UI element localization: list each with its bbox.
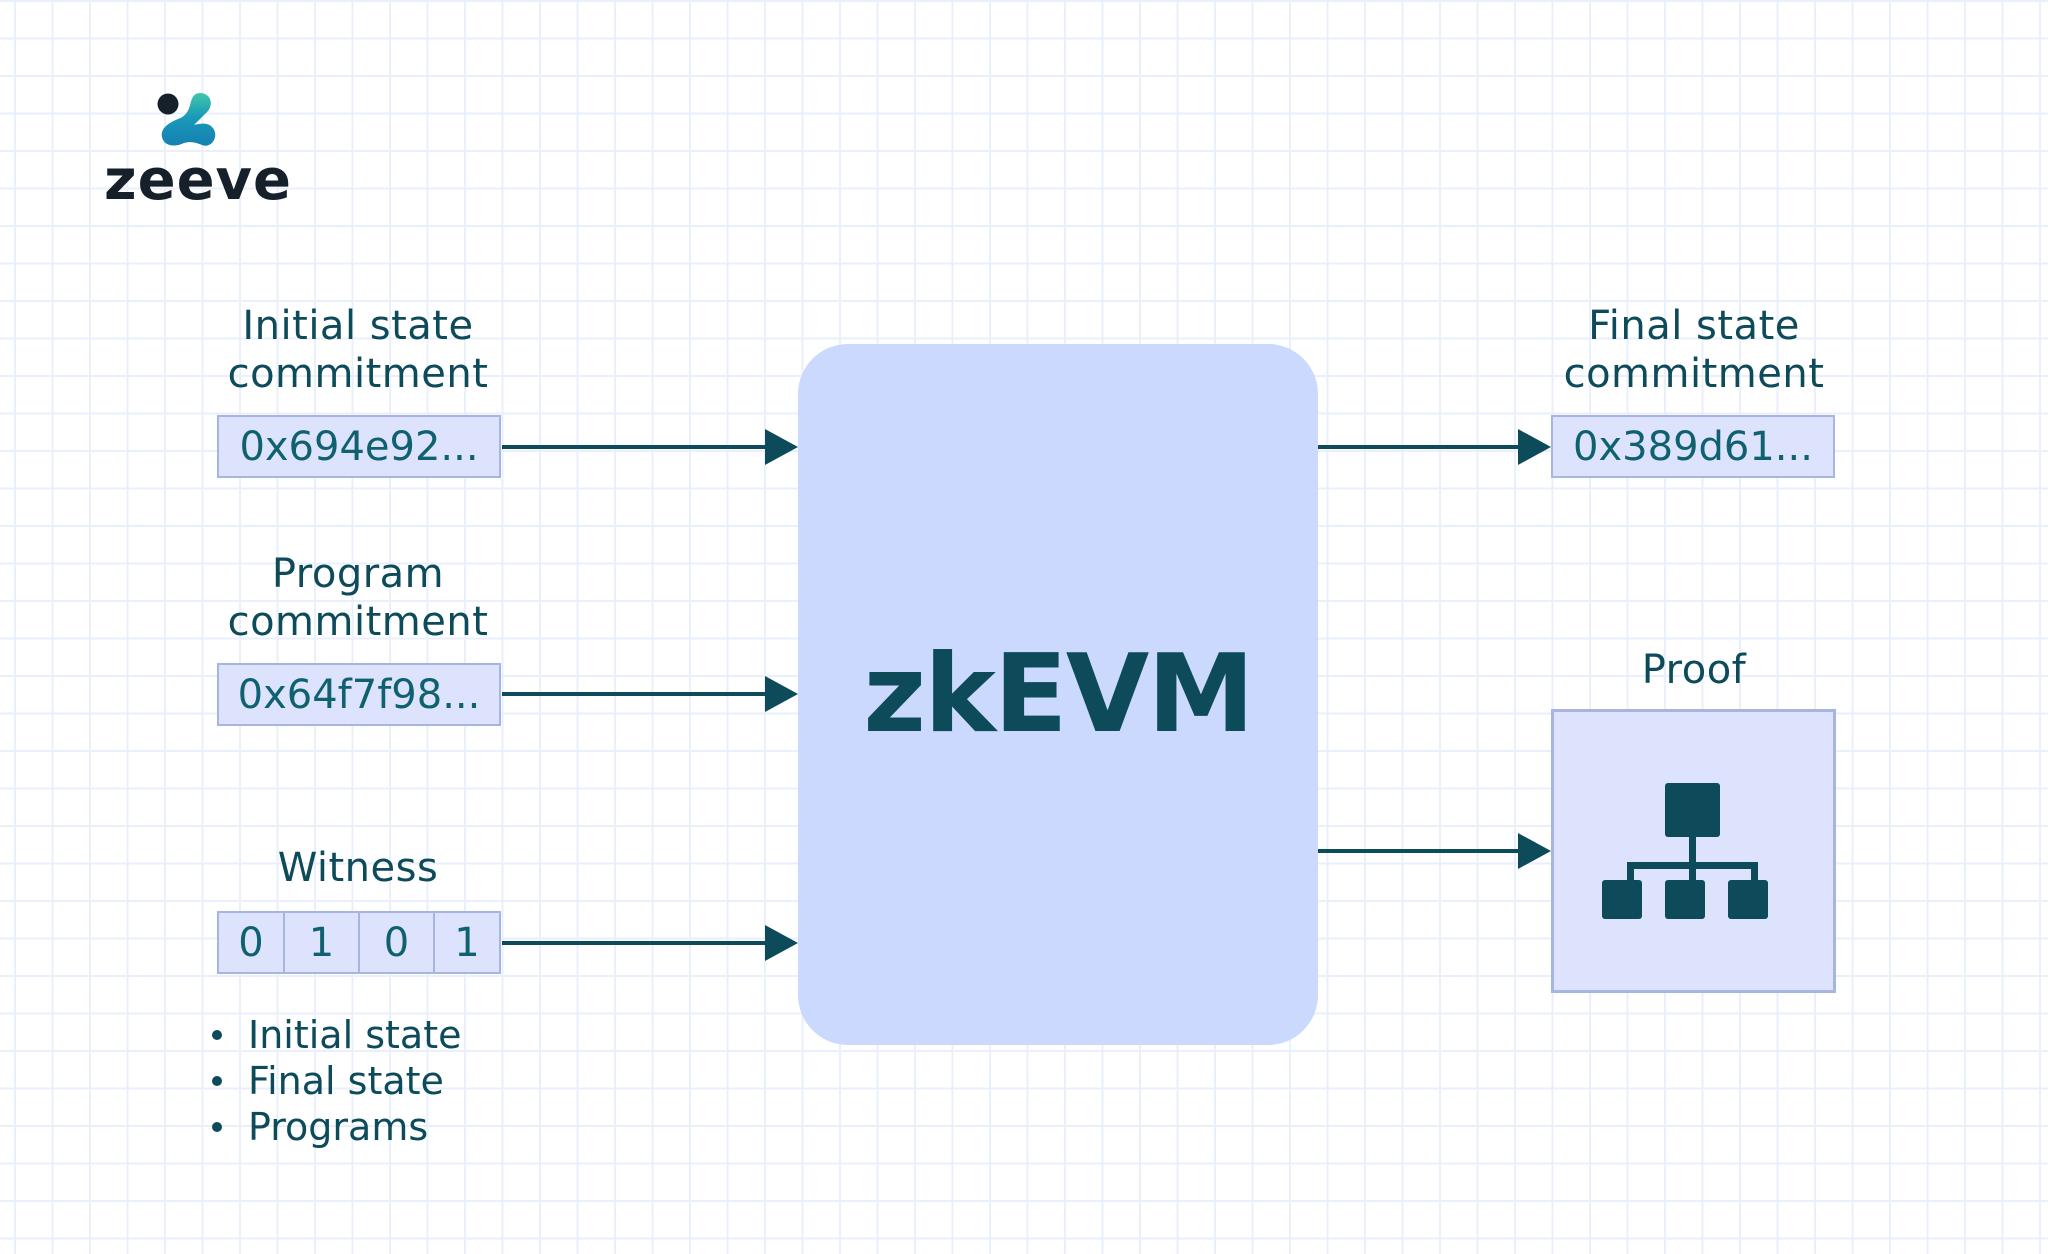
list-item-text: Initial state [248,1013,462,1057]
list-item-text: Final state [248,1059,444,1103]
initial-state-label: Initial state commitment [200,302,516,398]
bullet-icon [212,1076,222,1086]
arrow-initial-to-zkevm [502,429,798,465]
witness-bit: 0 [219,913,285,972]
program-commitment-box: 0x64f7f98... [217,663,501,726]
program-commitment-label: Program commitment [200,550,516,646]
final-state-commitment-value: 0x389d61... [1573,423,1813,470]
list-item: Initial state [212,1012,462,1058]
arrow-witness-to-zkevm [502,925,798,961]
program-commitment-value: 0x64f7f98... [237,671,481,718]
list-item-text: Programs [248,1105,429,1149]
bullet-icon [212,1030,222,1040]
final-state-label-line2: commitment [1563,351,1825,397]
initial-state-commitment-box: 0x694e92... [217,415,501,478]
zkevm-block: zkEVM [798,344,1318,1045]
witness-bit: 0 [360,913,435,972]
zeeve-logo-mark-icon [157,93,216,146]
arrow-zkevm-to-proof [1318,833,1551,869]
list-item: Programs [212,1104,462,1150]
proof-label: Proof [1641,647,1747,693]
final-state-label-line1: Final state [1588,303,1800,349]
witness-contents-list: Initial state Final state Programs [212,1012,462,1150]
final-state-label: Final state commitment [1535,302,1853,398]
bullet-icon [212,1122,222,1132]
zeeve-logo-text: zeeve [104,148,293,213]
initial-state-commitment-value: 0x694e92... [239,423,479,470]
final-state-commitment-box: 0x389d61... [1551,415,1835,478]
hierarchy-tree-icon [1602,783,1768,919]
proof-box [1551,709,1836,993]
arrow-zkevm-to-final-state [1318,429,1551,465]
witness-bits: 0 1 0 1 [217,911,501,974]
witness-bit: 1 [285,913,360,972]
program-label-line1: Program [271,551,445,597]
witness-label: Witness [277,845,439,891]
zkevm-title: zkEVM [863,632,1255,757]
list-item: Final state [212,1058,462,1104]
initial-state-label-line2: commitment [227,351,489,397]
witness-bit: 1 [454,919,480,966]
initial-state-label-line1: Initial state [242,303,474,349]
program-label-line2: commitment [227,599,489,645]
arrow-program-to-zkevm [502,676,798,712]
